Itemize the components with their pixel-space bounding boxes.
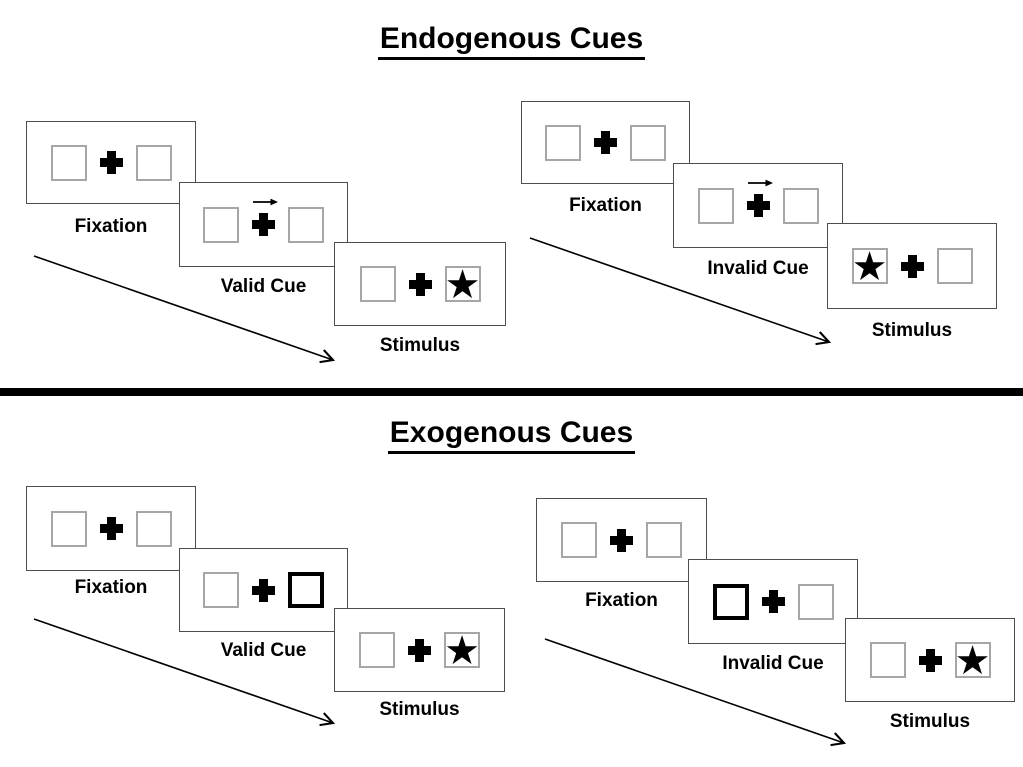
- left-box: [359, 632, 395, 668]
- stimulus-label: Stimulus: [871, 320, 953, 341]
- stimulus-panel: ★: [845, 618, 1015, 702]
- fixation-cross-icon: [408, 638, 431, 662]
- stimulus-panel: ★: [827, 223, 997, 309]
- fixation-panel: [536, 498, 707, 582]
- fixation-cross-icon: [900, 254, 924, 278]
- right-box: [646, 522, 682, 558]
- left-box: [203, 206, 239, 243]
- right-box: [288, 206, 324, 243]
- timeline-arrow: [33, 255, 343, 368]
- right-box-with-star: ★: [954, 638, 991, 684]
- right-arrow-cue-icon: [747, 179, 773, 187]
- highlighted-right-box-cue: [288, 572, 324, 608]
- right-box: [782, 187, 819, 224]
- left-box: [869, 642, 906, 678]
- right-box: [797, 583, 834, 620]
- right-box-with-star: ★: [444, 262, 481, 308]
- stimulus-label: Stimulus: [379, 699, 460, 720]
- invalid-cue-panel: [688, 559, 858, 644]
- valid-cue-panel: [179, 182, 348, 267]
- timeline-arrow: [544, 638, 854, 751]
- stimulus-label: Stimulus: [379, 335, 461, 356]
- fixation-label: Fixation: [74, 577, 148, 598]
- left-box: [203, 572, 239, 608]
- stimulus-label: Stimulus: [889, 711, 971, 732]
- stimulus-panel: ★: [334, 608, 505, 692]
- exogenous-section-title: Exogenous Cues: [0, 416, 1023, 454]
- timeline-arrow: [33, 618, 343, 731]
- star-icon: ★: [851, 244, 888, 290]
- left-box: [545, 124, 581, 161]
- left-box: [561, 522, 597, 558]
- valid-cue-label: Valid Cue: [220, 276, 307, 297]
- fixation-cross-icon: [594, 131, 617, 154]
- left-box: [50, 144, 87, 181]
- right-arrow-cue-icon: [253, 198, 278, 206]
- right-box: [135, 144, 172, 181]
- fixation-cross-icon: [761, 590, 785, 613]
- valid-cue-label: Valid Cue: [220, 640, 307, 661]
- star-icon: ★: [444, 262, 481, 308]
- fixation-cross-icon: [610, 528, 633, 552]
- fixation-label: Fixation: [569, 195, 642, 216]
- left-box: [50, 510, 87, 547]
- right-box: [135, 510, 172, 547]
- highlighted-left-box-cue: [712, 583, 749, 620]
- section-divider: [0, 388, 1023, 396]
- stimulus-panel: ★: [334, 242, 506, 326]
- endogenous-section-title: Endogenous Cues: [0, 22, 1023, 60]
- invalid-cue-label: Invalid Cue: [722, 653, 824, 674]
- fixation-label: Fixation: [74, 216, 148, 237]
- right-box-with-star: ★: [444, 628, 480, 674]
- star-icon: ★: [444, 628, 480, 674]
- fixation-panel: [26, 486, 196, 571]
- fixation-cross-icon: [99, 517, 123, 540]
- fixation-cross-icon: [408, 272, 432, 296]
- right-box: [630, 124, 666, 161]
- star-icon: ★: [954, 638, 991, 684]
- fixation-panel: [521, 101, 690, 184]
- valid-cue-panel: [179, 548, 348, 632]
- invalid-cue-panel: [673, 163, 843, 248]
- fixation-cross-icon: [99, 151, 123, 174]
- right-box: [936, 248, 973, 284]
- fixation-cross-icon: [252, 578, 275, 602]
- fixation-panel: [26, 121, 196, 204]
- fixation-cross-icon: [918, 648, 942, 672]
- fixation-cross-icon: [252, 198, 278, 236]
- timeline-arrow: [529, 237, 839, 350]
- left-box: [359, 266, 396, 302]
- fixation-label: Fixation: [585, 590, 658, 611]
- fixation-cross-icon: [746, 179, 773, 217]
- invalid-cue-label: Invalid Cue: [707, 258, 809, 279]
- left-box-with-star: ★: [851, 244, 888, 290]
- left-box: [697, 187, 734, 224]
